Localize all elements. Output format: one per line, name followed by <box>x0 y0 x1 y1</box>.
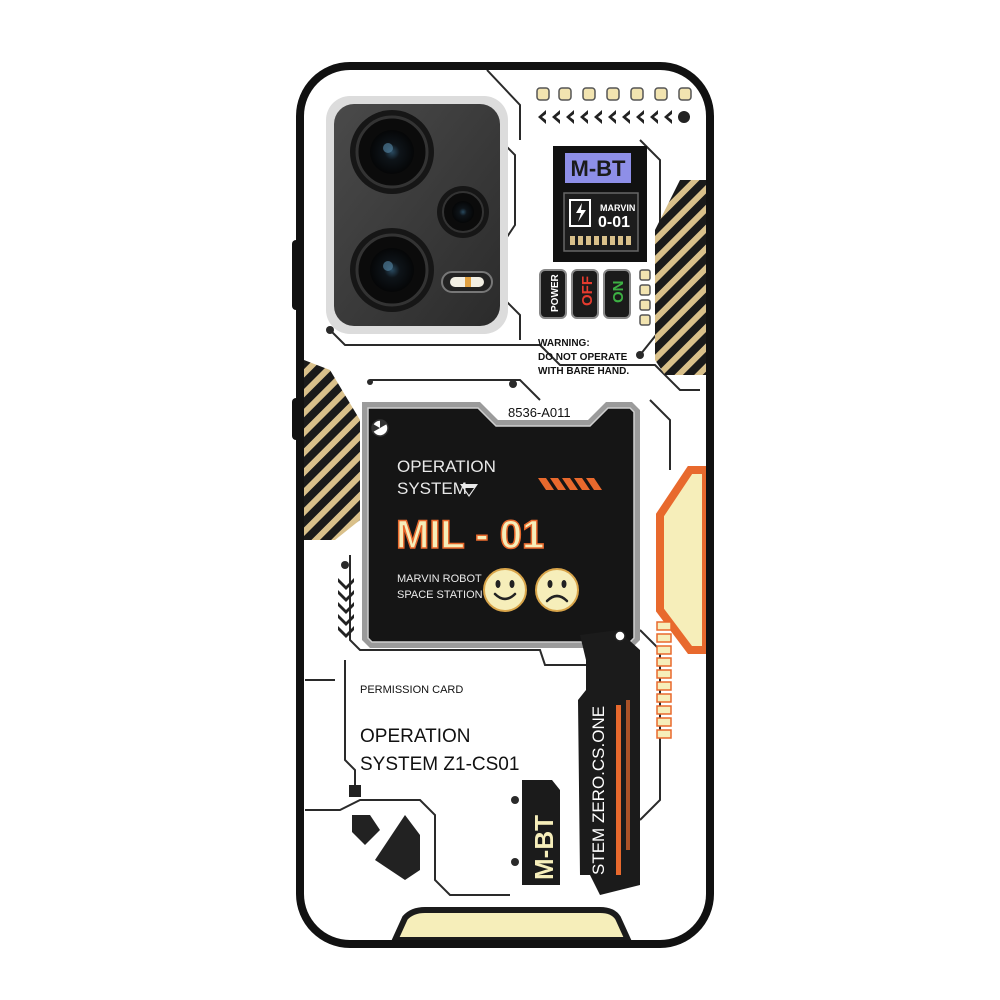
cream-bottom-panel <box>390 907 633 940</box>
screen-sub-line-2: SPACE STATION <box>397 589 483 601</box>
ladder-lights <box>656 621 672 739</box>
serial-number: 8536-A011 <box>508 405 571 420</box>
screw-icon <box>678 111 690 123</box>
indicator-lights-column <box>639 269 651 326</box>
camera-lens-secondary <box>437 186 489 238</box>
screen-sub-line-1: MARVIN ROBOT <box>397 573 482 585</box>
square-pad <box>349 785 361 797</box>
mbt-vertical-label: M-BT <box>529 815 559 880</box>
chevron-row-top <box>538 110 672 124</box>
stem-vertical-panel: STEM ZERO.CS.ONE <box>578 630 640 895</box>
cream-hexagon-panel <box>656 466 706 654</box>
screen-op-line-2: SYSTEM <box>397 479 467 498</box>
triangle-logo-icon <box>460 484 478 497</box>
off-label: OFF <box>579 276 596 306</box>
indicator-lights-row <box>536 87 692 101</box>
warning-line-1: WARNING: <box>538 338 590 349</box>
stem-vertical-label: STEM ZERO.CS.ONE <box>589 706 608 875</box>
marvin-code: 0-01 <box>598 214 630 231</box>
triangle-shape-small <box>352 815 380 845</box>
smiley-sad-icon <box>535 568 579 612</box>
circuit-dots <box>326 326 644 866</box>
warning-line-2: DO NOT OPERATE <box>538 352 628 363</box>
hazard-stripes-right <box>655 180 706 375</box>
screen-op-line-1: OPERATION <box>397 457 496 476</box>
camera-lens-main <box>350 110 434 194</box>
warning-line-3: WITH BARE HAND. <box>538 366 629 377</box>
marvin-label: MARVIN <box>600 203 635 213</box>
mbt-top-label: M-BT <box>571 156 627 181</box>
op-z1-line-2: SYSTEM Z1-CS01 <box>360 754 519 775</box>
camera-lens-third <box>350 228 434 312</box>
orange-stripe-mark <box>538 478 602 490</box>
smiley-happy-icon <box>483 568 527 612</box>
hazard-stripes-left <box>304 360 360 540</box>
on-label: ON <box>610 281 627 304</box>
triangle-shape-large <box>375 815 420 880</box>
chevron-column-left <box>338 578 354 638</box>
power-switch-panel: POWER OFF ON <box>539 269 631 319</box>
power-label: POWER <box>550 273 561 312</box>
mbt-badge: M-BT MARVIN 0-01 <box>553 146 647 262</box>
mbt-vertical-block: M-BT <box>522 780 560 885</box>
lightning-icon <box>576 203 586 222</box>
main-screen-panel: OPERATION SYSTEM MIL - 01 MARVIN ROBOT S… <box>362 402 640 648</box>
op-z1-line-1: OPERATION <box>360 726 471 747</box>
permission-card-label: PERMISSION CARD <box>360 684 463 696</box>
camera-flash <box>441 271 493 293</box>
screen-big-title: MIL - 01 <box>396 513 544 557</box>
